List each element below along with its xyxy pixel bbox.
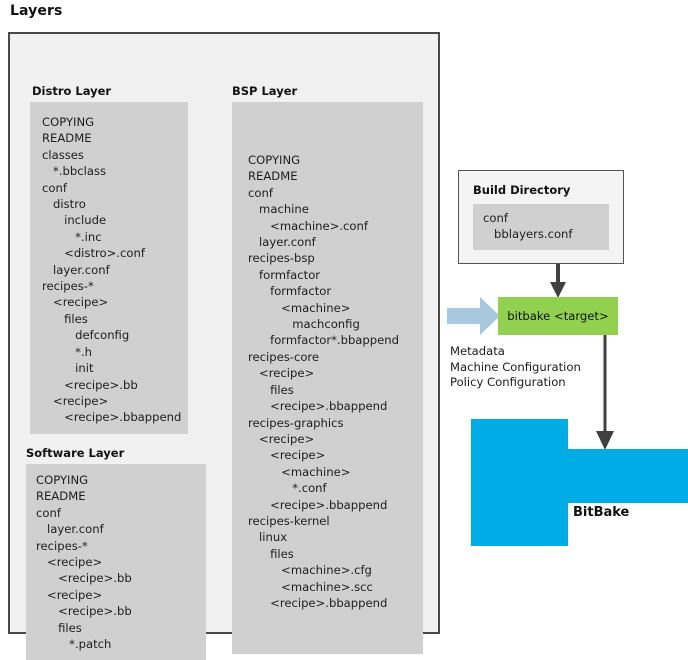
build-directory-box: conf bblayers.conf	[473, 204, 609, 250]
tree-line: <machine>.scc	[248, 579, 373, 594]
tree-line: files	[248, 546, 294, 561]
tree-line: Policy Configuration	[450, 375, 566, 389]
tree-line: recipes-graphics	[248, 415, 344, 430]
tree-line: formfactor	[248, 284, 332, 299]
tree-line: <recipe>	[36, 555, 103, 570]
metadata-input-arrow-icon	[447, 297, 500, 335]
tree-line: <recipe>.bb	[42, 377, 138, 392]
tree-line: <recipe>.bbappend	[248, 399, 388, 414]
tree-line: <recipe>	[248, 448, 326, 463]
tree-line: recipes-bsp	[248, 251, 315, 266]
tree-line: <recipe>	[248, 366, 315, 381]
tree-line: files	[42, 311, 88, 326]
tree-line: init	[42, 361, 94, 376]
tree-line: conf	[483, 211, 508, 225]
tree-line: layer.conf	[248, 235, 316, 250]
bitbake-command-box[interactable]: bitbake <target>	[498, 297, 618, 335]
tree-line: <recipe>	[42, 295, 109, 310]
tree-line: *.conf	[248, 481, 327, 496]
tree-line: <machine>.cfg	[248, 563, 372, 578]
tree-line: formfactor	[248, 267, 321, 282]
tree-line: *.h	[42, 344, 92, 359]
tree-line: conf	[248, 185, 273, 200]
tree-line: formfactor*.bbappend	[248, 333, 399, 348]
page-title: Layers	[10, 3, 63, 19]
distro-layer-title: Distro Layer	[32, 84, 112, 98]
tree-line: <recipe>.bb	[36, 604, 132, 619]
tree-line: <recipe>.bbappend	[248, 595, 388, 610]
tree-line: conf	[42, 180, 67, 195]
tree-line: machconfig	[248, 317, 360, 332]
tree-line: <recipe>	[36, 587, 103, 602]
build-directory-panel: Build Directory conf bblayers.conf	[458, 170, 624, 264]
tree-line: recipes-core	[248, 349, 320, 364]
tree-line: <recipe>.bbappend	[42, 410, 182, 425]
build-directory-tree: conf bblayers.conf	[483, 210, 572, 243]
tree-line: linux	[248, 530, 288, 545]
tree-line: machine	[248, 202, 309, 217]
arrow-builddir-to-bitbake-icon	[550, 264, 566, 298]
bitbake-engine-shape-right	[568, 449, 688, 503]
tree-line: layer.conf	[36, 522, 104, 537]
tree-line: COPYING	[248, 153, 301, 167]
tree-line: classes	[42, 147, 84, 162]
tree-line: distro	[42, 197, 86, 212]
tree-line: README	[36, 489, 86, 504]
bitbake-command-label: bitbake <target>	[507, 309, 609, 323]
tree-line: include	[42, 213, 107, 228]
tree-line: README	[248, 169, 298, 184]
arrow-bitbake-to-engine-icon	[596, 335, 614, 450]
tree-line: *.patch	[36, 637, 112, 652]
tree-line: Machine Configuration	[450, 359, 581, 374]
bsp-layer-title: BSP Layer	[232, 84, 298, 98]
tree-line: README	[42, 131, 92, 146]
tree-line: <recipe>	[42, 393, 109, 408]
tree-line: bblayers.conf	[483, 227, 573, 242]
tree-line: COPYING	[42, 115, 95, 129]
bitbake-engine-label: BitBake	[573, 505, 630, 520]
tree-line: recipes-kernel	[248, 513, 330, 528]
build-directory-title: Build Directory	[473, 183, 571, 197]
tree-line: *.inc	[42, 229, 102, 244]
tree-line: Metadata	[450, 344, 505, 358]
tree-line: <machine>	[248, 300, 351, 315]
tree-line: *.bbclass	[42, 164, 107, 179]
tree-line: layer.conf	[42, 262, 110, 277]
tree-line: <machine>.conf	[248, 218, 368, 233]
tree-line: <distro>.conf	[42, 246, 145, 261]
tree-line: COPYING	[36, 473, 89, 487]
tree-line: recipes-*	[36, 538, 88, 553]
tree-line: <recipe>	[248, 431, 315, 446]
bitbake-engine-shape-left	[471, 419, 568, 546]
tree-line: conf	[36, 505, 61, 520]
tree-line: files	[248, 382, 294, 397]
tree-line: <machine>	[248, 464, 351, 479]
tree-line: <recipe>.bbappend	[248, 497, 388, 512]
tree-line: <recipe>.bb	[36, 571, 132, 586]
software-layer-title: Software Layer	[26, 446, 125, 460]
tree-line: recipes-*	[42, 279, 94, 294]
tree-line: defconfig	[42, 328, 130, 343]
tree-line: files	[36, 620, 82, 635]
